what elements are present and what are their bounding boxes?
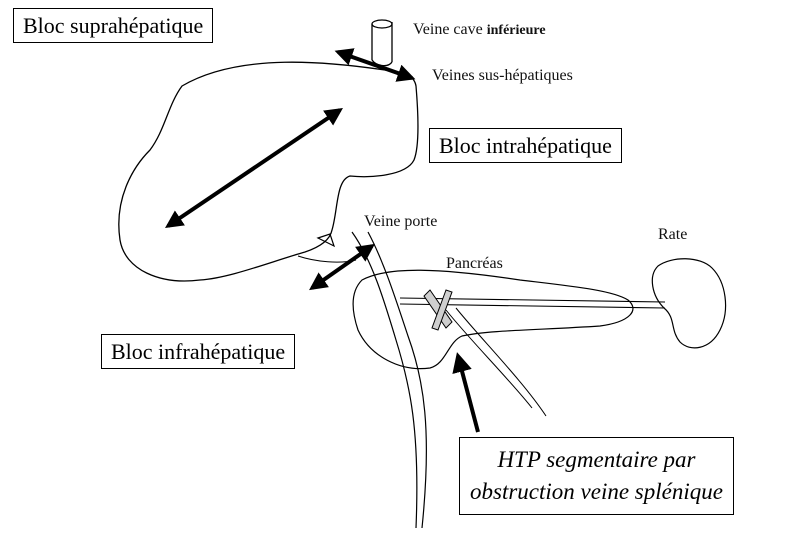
pancreas-label: Pancréas [446,255,503,272]
suprahepatic-box: Bloc suprahépatique [13,8,214,43]
spleen-shape [651,258,727,349]
vena-cava-text: Veine cave [413,21,483,38]
vena-cava-suffix: inférieure [486,23,546,38]
arrow-intrahepatic [165,107,343,229]
pancreas-shape [352,269,634,370]
arrow-infrahepatic [309,243,375,291]
vena-cava-shape [371,19,393,67]
liver-outline [118,61,419,282]
portal-vein-shape [351,231,427,529]
obstruction-cross [423,289,453,331]
segmental-htp-note: HTP segmentaire par obstruction veine sp… [459,437,734,515]
intrahepatic-box: Bloc intrahépatique [429,128,622,163]
gallbladder-tip [316,233,336,248]
vena-cava-label: Veine cave inférieure [413,21,546,39]
infrahepatic-box: Bloc infrahépatique [101,334,296,369]
portal-vein-label: Veine porte [364,213,438,230]
arrow-suprahepatic [334,48,416,82]
spleen-label: Rate [658,226,688,243]
note-line-1: HTP segmentaire par [497,447,696,472]
arrow-note [452,352,480,433]
hepatic-veins-label: Veines sus-hépatiques [432,67,573,84]
note-line-2: obstruction veine splénique [470,479,723,504]
